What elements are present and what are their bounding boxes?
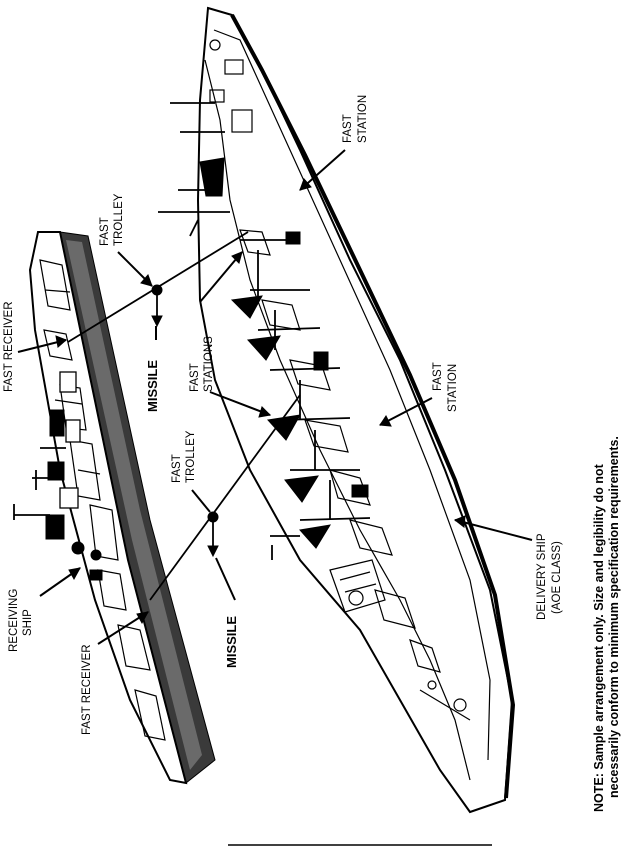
label-receiving-ship-1: RECEIVING <box>8 589 20 652</box>
note-line-2: necessarily conform to minimum specifica… <box>607 436 621 798</box>
label-missile-top: MISSILE <box>145 360 160 412</box>
leader-arrows <box>17 149 533 645</box>
missile-bottom-shape <box>207 545 219 558</box>
label-receiving-ship-2: SHIP <box>22 609 34 636</box>
label-delivery-ship-2: (AOE CLASS) <box>551 541 563 614</box>
label-fast-trolley-bottom-2: TROLLEY <box>185 430 197 483</box>
trolley-bottom <box>207 511 219 523</box>
label-fast-station-top-1: FAST <box>342 114 354 143</box>
label-fast-trolley-top-1: FAST <box>99 217 111 246</box>
note-line-1: NOTE: Sample arrangement only. Size and … <box>592 463 606 812</box>
label-missile-bottom: MISSILE <box>224 616 239 668</box>
label-fast-receiver-top: FAST RECEIVER <box>3 301 15 392</box>
trolley-top <box>151 284 163 296</box>
highline-rigs <box>67 231 301 601</box>
label-fast-station-mid-1: FAST <box>432 362 444 391</box>
label-fast-trolley-top-2: TROLLEY <box>113 193 125 246</box>
label-delivery-ship-1: DELIVERY SHIP <box>536 533 548 620</box>
label-fast-stations-2: STATIONS <box>203 336 215 392</box>
label-fast-station-mid-2: STATION <box>447 364 459 412</box>
label-fast-trolley-bottom-1: FAST <box>171 454 183 483</box>
receiving-ship <box>13 231 216 785</box>
delivery-ship <box>158 6 516 814</box>
label-fast-stations-1: FAST <box>189 363 201 392</box>
label-fast-receiver-bottom: FAST RECEIVER <box>81 644 93 735</box>
diagram-labels: FAST RECEIVER FAST TROLLEY MISSILE FAST … <box>3 95 621 812</box>
label-fast-station-top-2: STATION <box>357 95 369 143</box>
missile-top-shape <box>151 315 163 328</box>
